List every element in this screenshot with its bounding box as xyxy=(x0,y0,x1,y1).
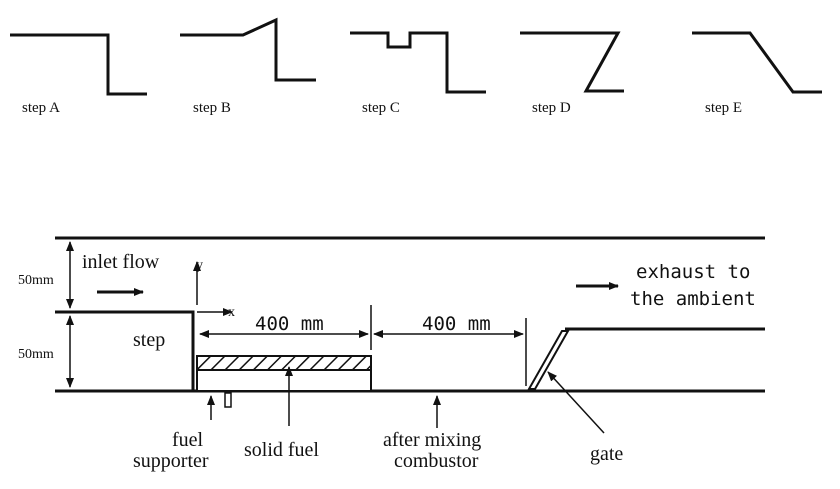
inlet-step-wall xyxy=(55,310,195,391)
step-d-label: step D xyxy=(532,100,571,116)
x-axis-label: x xyxy=(228,305,235,320)
solid-fuel-label: solid fuel xyxy=(244,439,319,461)
gate-leader xyxy=(547,371,605,434)
fuel-supporter-label-2: supporter xyxy=(133,450,209,472)
solid-fuel-slab xyxy=(196,355,372,371)
fuel-supporter-block xyxy=(196,369,372,392)
fuel-length-label: 400 mm xyxy=(255,313,324,335)
step-a-geometry xyxy=(10,33,147,96)
step-d-geometry xyxy=(520,31,624,93)
fuel-supporter-post xyxy=(224,392,232,408)
step-label: step xyxy=(133,329,165,351)
after-mixing-label-1: after mixing xyxy=(383,429,481,451)
step-b-label: step B xyxy=(193,100,231,116)
step-c-label: step C xyxy=(362,100,400,116)
step-c-geometry xyxy=(350,31,486,94)
gate-label: gate xyxy=(590,443,623,465)
step-e-geometry xyxy=(692,31,822,94)
fuel-supporter-label-1: fuel xyxy=(172,429,204,451)
dim-bottom-label: 50mm xyxy=(18,347,54,362)
step-e-label: step E xyxy=(705,100,742,116)
step-a-label: step A xyxy=(22,100,60,116)
step-b-geometry xyxy=(180,17,316,82)
dim-top-label: 50mm xyxy=(18,273,54,288)
exhaust-label-2: the ambient xyxy=(630,288,756,310)
gate xyxy=(527,330,570,390)
inlet-flow-label: inlet flow xyxy=(82,251,160,273)
after-mixing-label-2: combustor xyxy=(394,450,479,472)
y-axis-label: y xyxy=(196,258,203,273)
exhaust-label-1: exhaust to xyxy=(636,261,750,283)
after-length-label: 400 mm xyxy=(422,313,491,335)
